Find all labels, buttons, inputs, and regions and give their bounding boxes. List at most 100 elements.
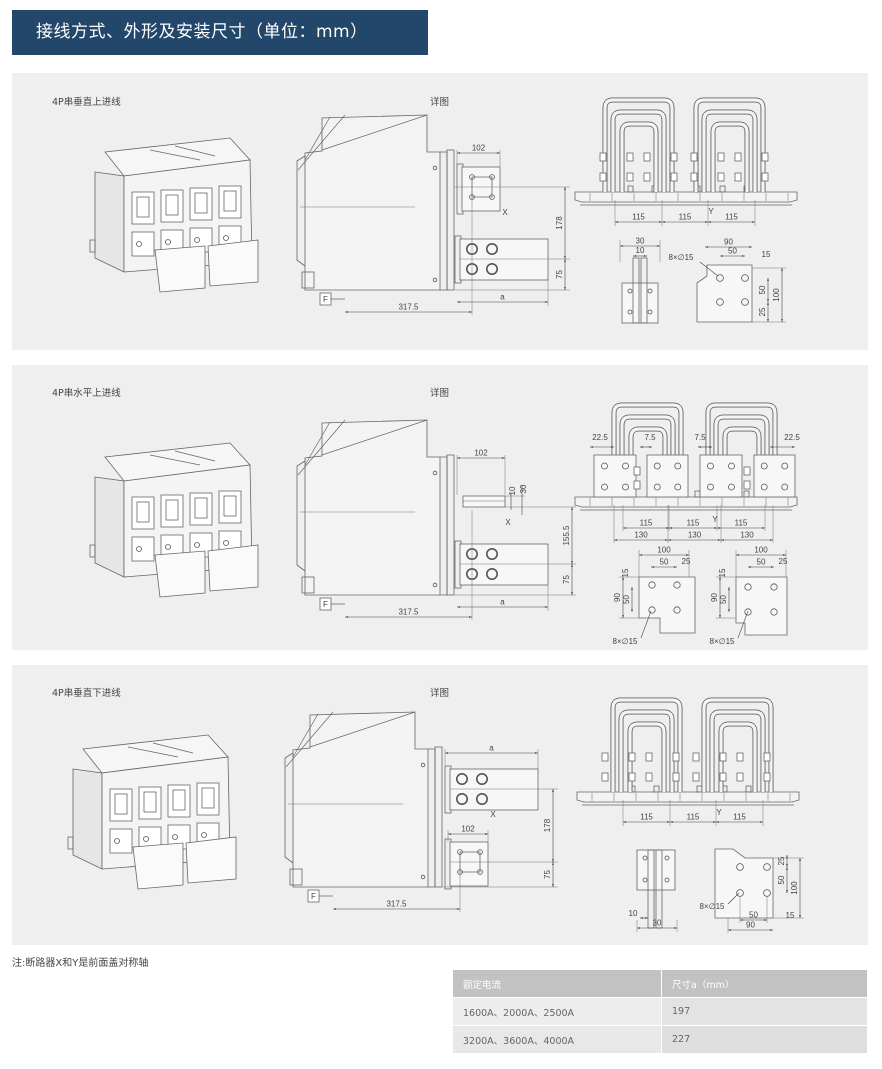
busbar-loop-inner	[612, 403, 683, 497]
hex-bolt	[690, 152, 698, 162]
pole-terminal-upper	[131, 191, 155, 225]
dimension-115: 115	[687, 519, 700, 528]
outline-line	[321, 419, 428, 456]
dimension-a: a	[500, 293, 505, 302]
dimension-plate-height: 100	[790, 881, 799, 895]
table-row: 3200A、3600A、4000A 227	[452, 1025, 868, 1054]
mounting-hole	[432, 165, 438, 171]
hex-bolt	[743, 466, 751, 476]
connection-plate	[646, 454, 689, 498]
dimension-bar-offset: 30	[519, 484, 528, 493]
dimension-130: 130	[634, 531, 648, 540]
base-plate	[576, 791, 800, 803]
hex-bolt	[645, 772, 653, 782]
pole-terminal-upper	[189, 187, 213, 221]
busbar-hole	[475, 793, 488, 806]
dimension-178: 178	[543, 818, 552, 832]
dimension-width: 102	[461, 825, 475, 834]
bar-bolt	[647, 309, 653, 315]
dimension-75: 75	[555, 270, 564, 279]
plate-hole	[781, 483, 789, 491]
hex-bolt	[672, 752, 680, 762]
plate-hole	[781, 462, 789, 470]
hex-bolt	[692, 752, 700, 762]
dimension-hole-pitch: 50	[660, 558, 669, 567]
hex-bolt	[719, 772, 727, 782]
dimension-130: 130	[740, 531, 754, 540]
dimension-bar-thickness: 10	[508, 486, 517, 495]
horizontal-busbar	[462, 495, 506, 508]
terminal-bolt	[143, 836, 149, 842]
connection-plate	[593, 454, 637, 498]
terminal-bolt	[223, 540, 229, 546]
hole-spec-label: 8×∅15	[700, 902, 726, 911]
lower-connector-block	[207, 544, 259, 592]
outline-line	[292, 713, 319, 758]
hex-bolt	[672, 772, 680, 782]
datum-label: F	[323, 295, 328, 304]
busbar-loop-inner	[694, 98, 765, 192]
outline-line	[174, 145, 216, 157]
dimension-22-5: 22.5	[592, 433, 608, 442]
breaker-3d-view	[89, 442, 259, 598]
busbar-loop-inner	[710, 710, 765, 792]
busbar-hole	[485, 262, 498, 275]
hex-bolt	[633, 480, 641, 490]
outline-line	[297, 114, 346, 171]
plate-hole	[741, 298, 749, 306]
bar-side-plate	[621, 282, 659, 324]
dimension-edge: 25	[779, 557, 788, 566]
hex-bolt	[761, 172, 769, 182]
hex-bolt	[628, 752, 636, 762]
hex-bolt	[645, 752, 653, 762]
pole-contact	[136, 196, 150, 218]
leader-line	[737, 610, 749, 639]
rear-plate	[434, 746, 443, 888]
hex-bolt	[690, 172, 698, 182]
axis-y-label: Y	[712, 515, 718, 524]
dimension-130: 130	[688, 531, 702, 540]
stud	[694, 490, 701, 498]
hex-bolt	[628, 772, 636, 782]
dimension-a-cell: 197	[661, 997, 868, 1026]
plate-hole	[741, 274, 749, 282]
pole-terminal-upper	[196, 782, 220, 816]
pole-terminal-lower	[131, 231, 155, 257]
terminal-bolt	[172, 834, 178, 840]
dimension-115: 115	[687, 813, 700, 822]
outline-line	[304, 116, 331, 161]
busbar-loop-inner	[611, 698, 682, 792]
axis-x-label: X	[502, 208, 508, 217]
dimension-115: 115	[640, 813, 653, 822]
panel-title: 4P串垂直上进线	[52, 97, 121, 108]
plate-hole	[653, 462, 661, 470]
plate-hole	[716, 298, 724, 306]
hex-bolt	[626, 152, 634, 162]
plate-hole	[622, 483, 629, 491]
dimension-hole-pitch-vertical: 50	[622, 595, 631, 604]
plate-hole	[728, 462, 735, 470]
mounting-hole	[420, 762, 426, 768]
hex-bolt	[736, 772, 744, 782]
dimension-plate-height: 90	[613, 593, 622, 602]
breaker-3d-group	[67, 734, 237, 890]
plate-hole	[622, 462, 629, 470]
bar-leg	[632, 257, 640, 324]
stud	[745, 785, 752, 793]
busbar-u-loops	[693, 97, 766, 192]
detail-label: 详图	[430, 688, 450, 699]
outline-line	[297, 419, 346, 476]
plate-hole	[601, 462, 608, 470]
hex-bolt	[763, 752, 771, 762]
plate-hole	[760, 483, 768, 491]
outline-line	[152, 742, 194, 754]
plate-hole	[763, 863, 771, 871]
pole-contact	[165, 194, 179, 216]
hex-bolt	[717, 172, 725, 182]
breaker-side-face	[94, 476, 125, 578]
dimension-plate-width: 90	[724, 238, 733, 247]
